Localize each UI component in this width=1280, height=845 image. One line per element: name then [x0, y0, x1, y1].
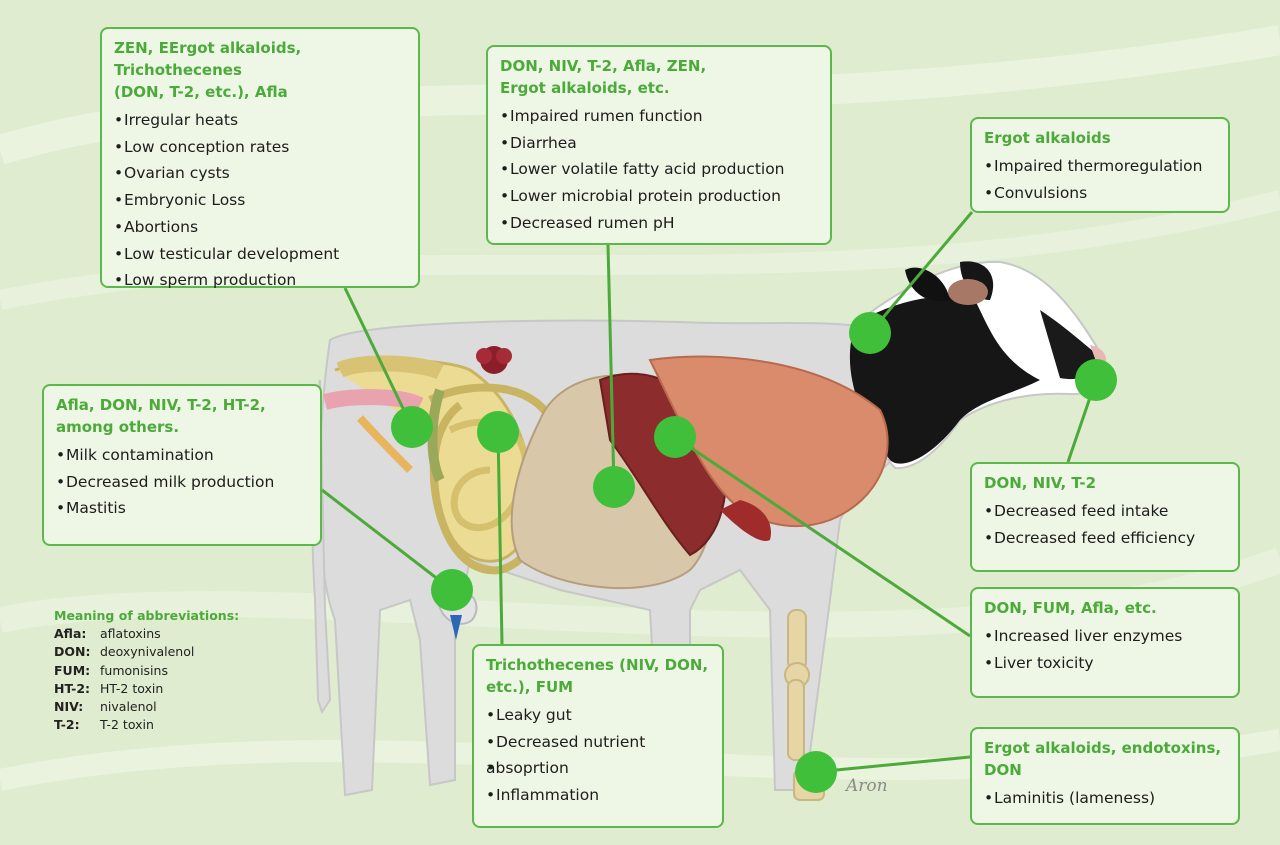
list-item: Inflammation [486, 782, 710, 809]
legend-meaning: deoxynivalenol [100, 644, 195, 660]
box-liver-list: Increased liver enzymes Liver toxicity [984, 623, 1226, 676]
legend-row: T-2: T-2 toxin [54, 716, 239, 734]
box-mouth: DON, NIV, T-2 Decreased feed intake Decr… [970, 462, 1240, 572]
connector-lines [321, 211, 1098, 774]
legend-row: HT-2: HT-2 toxin [54, 680, 239, 698]
box-rumen-list: Impaired rumen function Diarrhea Lower v… [500, 103, 818, 237]
box-liver-heading: DON, FUM, Afla, etc. [984, 597, 1226, 619]
intestines [322, 346, 562, 575]
legend-row: NIV: nivalenol [54, 698, 239, 716]
box-udder-heading: Afla, DON, NIV, T-2, HT-2, among others. [56, 394, 308, 438]
box-mouth-list: Decreased feed intake Decreased feed eff… [984, 498, 1226, 551]
legend-row: DON: deoxynivalenol [54, 643, 239, 661]
marker-reproductive [391, 406, 433, 448]
heading-line: among others. [56, 418, 180, 436]
marker-udder [431, 569, 473, 611]
list-item: Low conception rates [114, 134, 406, 161]
list-item: Decreased rumen pH [500, 210, 818, 237]
heading-line: DON, NIV, T-2 [984, 474, 1097, 492]
box-udder-list: Milk contamination Decreased milk produc… [56, 442, 308, 522]
box-brain-list: Impaired thermoregulation Convulsions [984, 153, 1216, 206]
marker-liver [654, 416, 696, 458]
heading-line: Afla, DON, NIV, T-2, HT-2, [56, 396, 266, 414]
list-item: Low sperm production [114, 267, 406, 294]
box-gut-list: Leaky gut Decreased nutrient absoprtion … [486, 702, 710, 809]
box-brain-heading: Ergot alkaloids [984, 127, 1216, 149]
box-rumen-heading: DON, NIV, T-2, Afla, ZEN, Ergot alkaloid… [500, 55, 818, 99]
heading-line: etc.), FUM [486, 678, 574, 696]
legend-row: Afla: aflatoxins [54, 625, 239, 643]
box-brain: Ergot alkaloids Impaired thermoregulatio… [970, 117, 1230, 213]
legend-meaning: HT-2 toxin [100, 680, 164, 696]
list-item: Decreased nutrient [486, 729, 710, 756]
list-item: Impaired thermoregulation [984, 153, 1216, 180]
legend-abbr: DON: [54, 644, 91, 660]
box-gut-heading: Trichothecenes (NIV, DON, etc.), FUM [486, 654, 710, 698]
box-reproduction-list: Irregular heats Low conception rates Ova… [114, 107, 406, 294]
box-hoof: Ergot alkaloids, endotoxins, DON Laminit… [970, 727, 1240, 825]
heading-line: Ergot alkaloids, etc. [500, 79, 670, 97]
list-item: Decreased feed intake [984, 498, 1226, 525]
list-item: Leaky gut [486, 702, 710, 729]
list-item: Liver toxicity [984, 650, 1226, 677]
box-liver: DON, FUM, Afla, etc. Increased liver enz… [970, 587, 1240, 698]
heading-line: (DON, T-2, etc.), Afla [114, 83, 288, 101]
legend-meaning: nivalenol [100, 699, 157, 715]
legend-row: FUM: fumonisins [54, 662, 239, 680]
box-hoof-list: Laminitis (lameness) [984, 785, 1226, 812]
list-item: Convulsions [984, 180, 1216, 207]
list-item: Lower volatile fatty acid production [500, 156, 818, 183]
list-item: Embryonic Loss [114, 187, 406, 214]
heading-line: Ergot alkaloids, endotoxins, [984, 739, 1222, 757]
box-gut: Trichothecenes (NIV, DON, etc.), FUM Lea… [472, 644, 724, 828]
marker-rumen [593, 466, 635, 508]
list-item: Increased liver enzymes [984, 623, 1226, 650]
box-reproduction-heading: ZEN, EErgot alkaloids, Trichothecenes (D… [114, 37, 406, 103]
marker-intestine [477, 411, 519, 453]
list-item-continuation: absoprtion [486, 755, 710, 782]
list-item: Low testicular development [114, 241, 406, 268]
box-hoof-heading: Ergot alkaloids, endotoxins, DON [984, 737, 1226, 781]
box-mouth-heading: DON, NIV, T-2 [984, 472, 1226, 494]
legend-meaning: T-2 toxin [100, 717, 154, 733]
list-item: Ovarian cysts [114, 160, 406, 187]
abbreviation-legend: Meaning of abbreviations: Afla: aflatoxin… [54, 607, 239, 735]
marker-hoof [795, 751, 837, 793]
heading-line: ZEN, EErgot alkaloids, Trichothecenes [114, 39, 302, 79]
legend-meaning: fumonisins [100, 662, 168, 678]
list-item: Milk contamination [56, 442, 308, 469]
list-item: Lower microbial protein production [500, 183, 818, 210]
list-item: Laminitis (lameness) [984, 785, 1226, 812]
legend-abbr: Afla: [54, 626, 87, 641]
heading-line: DON, NIV, T-2, Afla, ZEN, [500, 57, 707, 75]
heading-line: Ergot alkaloids [984, 129, 1111, 147]
list-item: Decreased milk production [56, 469, 308, 496]
heading-line: DON, FUM, Afla, etc. [984, 599, 1157, 617]
list-item: Diarrhea [500, 130, 818, 157]
box-udder: Afla, DON, NIV, T-2, HT-2, among others.… [42, 384, 322, 546]
legend-abbr: T-2: [54, 717, 80, 733]
legend-title: Meaning of abbreviations: [54, 608, 240, 623]
legend-meaning: aflatoxins [100, 626, 161, 641]
legend-abbr: FUM: [54, 662, 91, 678]
box-reproduction: ZEN, EErgot alkaloids, Trichothecenes (D… [100, 27, 420, 294]
legend-abbr: NIV: [54, 699, 84, 715]
artist-signature: Aron [846, 776, 888, 796]
marker-mouth [1075, 359, 1117, 401]
list-item: Decreased feed efficiency [984, 525, 1226, 552]
list-item: Impaired rumen function [500, 103, 818, 130]
heading-line: Trichothecenes (NIV, DON, [486, 656, 709, 674]
list-item: Irregular heats [114, 107, 406, 134]
list-item: Mastitis [56, 495, 308, 522]
heading-line: DON [984, 761, 1022, 779]
box-rumen: DON, NIV, T-2, Afla, ZEN, Ergot alkaloid… [486, 45, 832, 245]
legend-abbr: HT-2: [54, 680, 91, 696]
list-item: Abortions [114, 214, 406, 241]
marker-brain [849, 312, 891, 354]
